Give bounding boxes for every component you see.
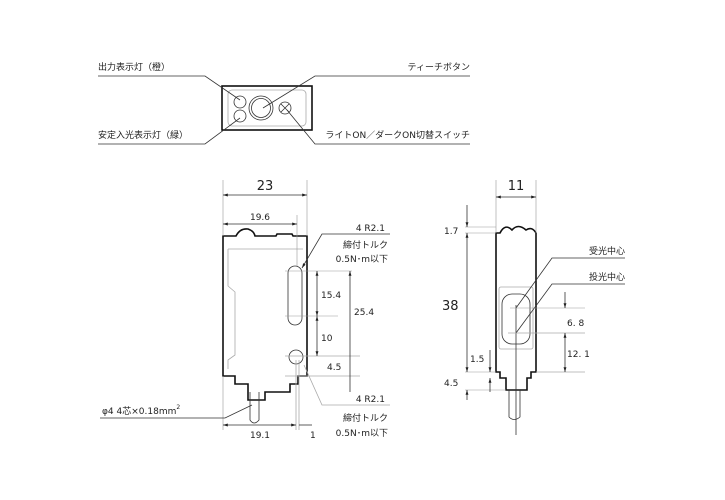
top-view: 出力表示灯（橙） 安定入光表示灯（緑） ティーチボタン ライトON／ダークON切… (98, 61, 470, 145)
light-dark-switch-label: ライトON／ダークON切替スイッチ (325, 129, 470, 141)
output-indicator-label: 出力表示灯（橙） (98, 61, 170, 73)
dim-4-5-side: 4.5 (444, 379, 458, 389)
dim-19-1: 19.1 (250, 431, 270, 441)
switch-shape (278, 101, 292, 115)
teach-button-shape (248, 95, 274, 121)
mount-lower-torque-label: 締付トルク (343, 412, 388, 424)
receiver-center-label: 受光中心 (589, 245, 625, 257)
output-indicator-led (233, 95, 247, 109)
teach-button-label: ティーチボタン (408, 62, 470, 73)
cable (249, 392, 260, 424)
dim-1-5: 1.5 (470, 355, 484, 365)
mount-upper-torque-value: 0.5N･m以下 (336, 255, 388, 265)
front-view: 23 19.6 15.4 25.4 10 4.5 19.1 1 4 R2.1 締… (100, 179, 390, 441)
dim-width-19-6: 19.6 (250, 213, 270, 223)
mounting-slot (287, 265, 303, 326)
leader-line (286, 109, 470, 145)
top-view-body (221, 85, 313, 131)
emitter-center-label: 投光中心 (589, 271, 625, 283)
cable-spec: φ4 4芯×0.18mm2 (102, 404, 180, 417)
leader-line (98, 117, 241, 145)
dim-1-7: 1.7 (444, 227, 458, 237)
dim-12-1: 12. 1 (567, 350, 590, 360)
mount-upper-torque-label: 締付トルク (343, 239, 388, 251)
side-view-body (495, 225, 537, 391)
leader-line (262, 75, 470, 109)
dim-1: 1 (310, 431, 316, 441)
stable-indicator-label: 安定入光表示灯（緑） (98, 129, 188, 141)
side-view: 11 1.7 38 1.5 4.5 受光中心 投光中心 6. 8 12. 1 (442, 179, 625, 435)
dim-15-4: 15.4 (321, 291, 341, 301)
front-view-body (222, 228, 308, 401)
dim-10: 10 (321, 334, 333, 344)
side-cable (508, 390, 521, 420)
dim-4-5: 4.5 (327, 363, 341, 373)
dim-38: 38 (442, 299, 459, 314)
mount-lower-radius: 4 R2.1 (356, 395, 385, 405)
stable-indicator-led (233, 109, 247, 123)
dim-6-8: 6. 8 (567, 319, 584, 329)
dim-width-23: 23 (257, 179, 274, 194)
mount-lower-torque-value: 0.5N･m以下 (336, 429, 388, 439)
dim-25-4: 25.4 (354, 308, 374, 318)
leader-line (98, 75, 241, 101)
mount-upper-radius: 4 R2.1 (356, 224, 385, 234)
dim-width-11: 11 (508, 179, 525, 194)
